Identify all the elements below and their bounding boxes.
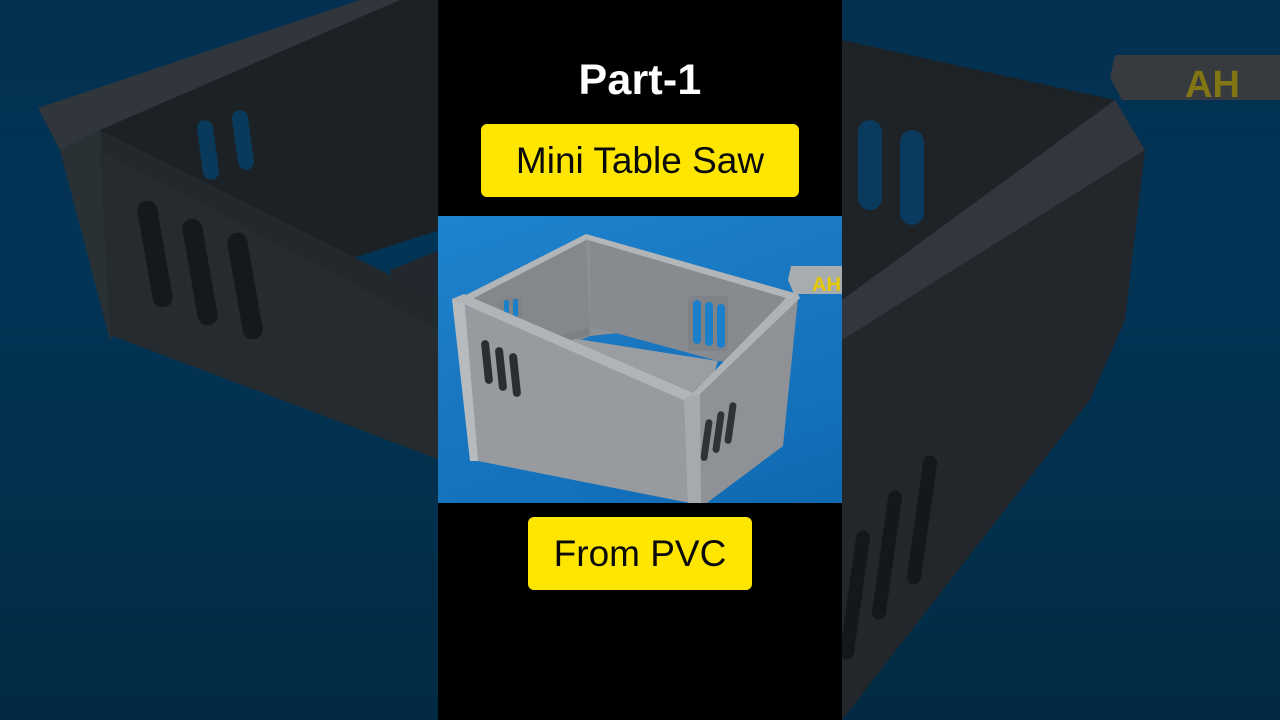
label-mini-table-saw: Mini Table Saw bbox=[481, 124, 799, 197]
pvc-box-illustration: AH bbox=[452, 234, 842, 503]
part-title: Part-1 bbox=[578, 56, 702, 104]
center-panel: Part-1 Mini Table Saw AH bbox=[438, 0, 842, 720]
product-photo: AH bbox=[438, 216, 842, 503]
tag-text: AH bbox=[812, 274, 841, 296]
svg-text:AH: AH bbox=[1185, 64, 1240, 106]
label-from-pvc: From PVC bbox=[528, 517, 752, 590]
